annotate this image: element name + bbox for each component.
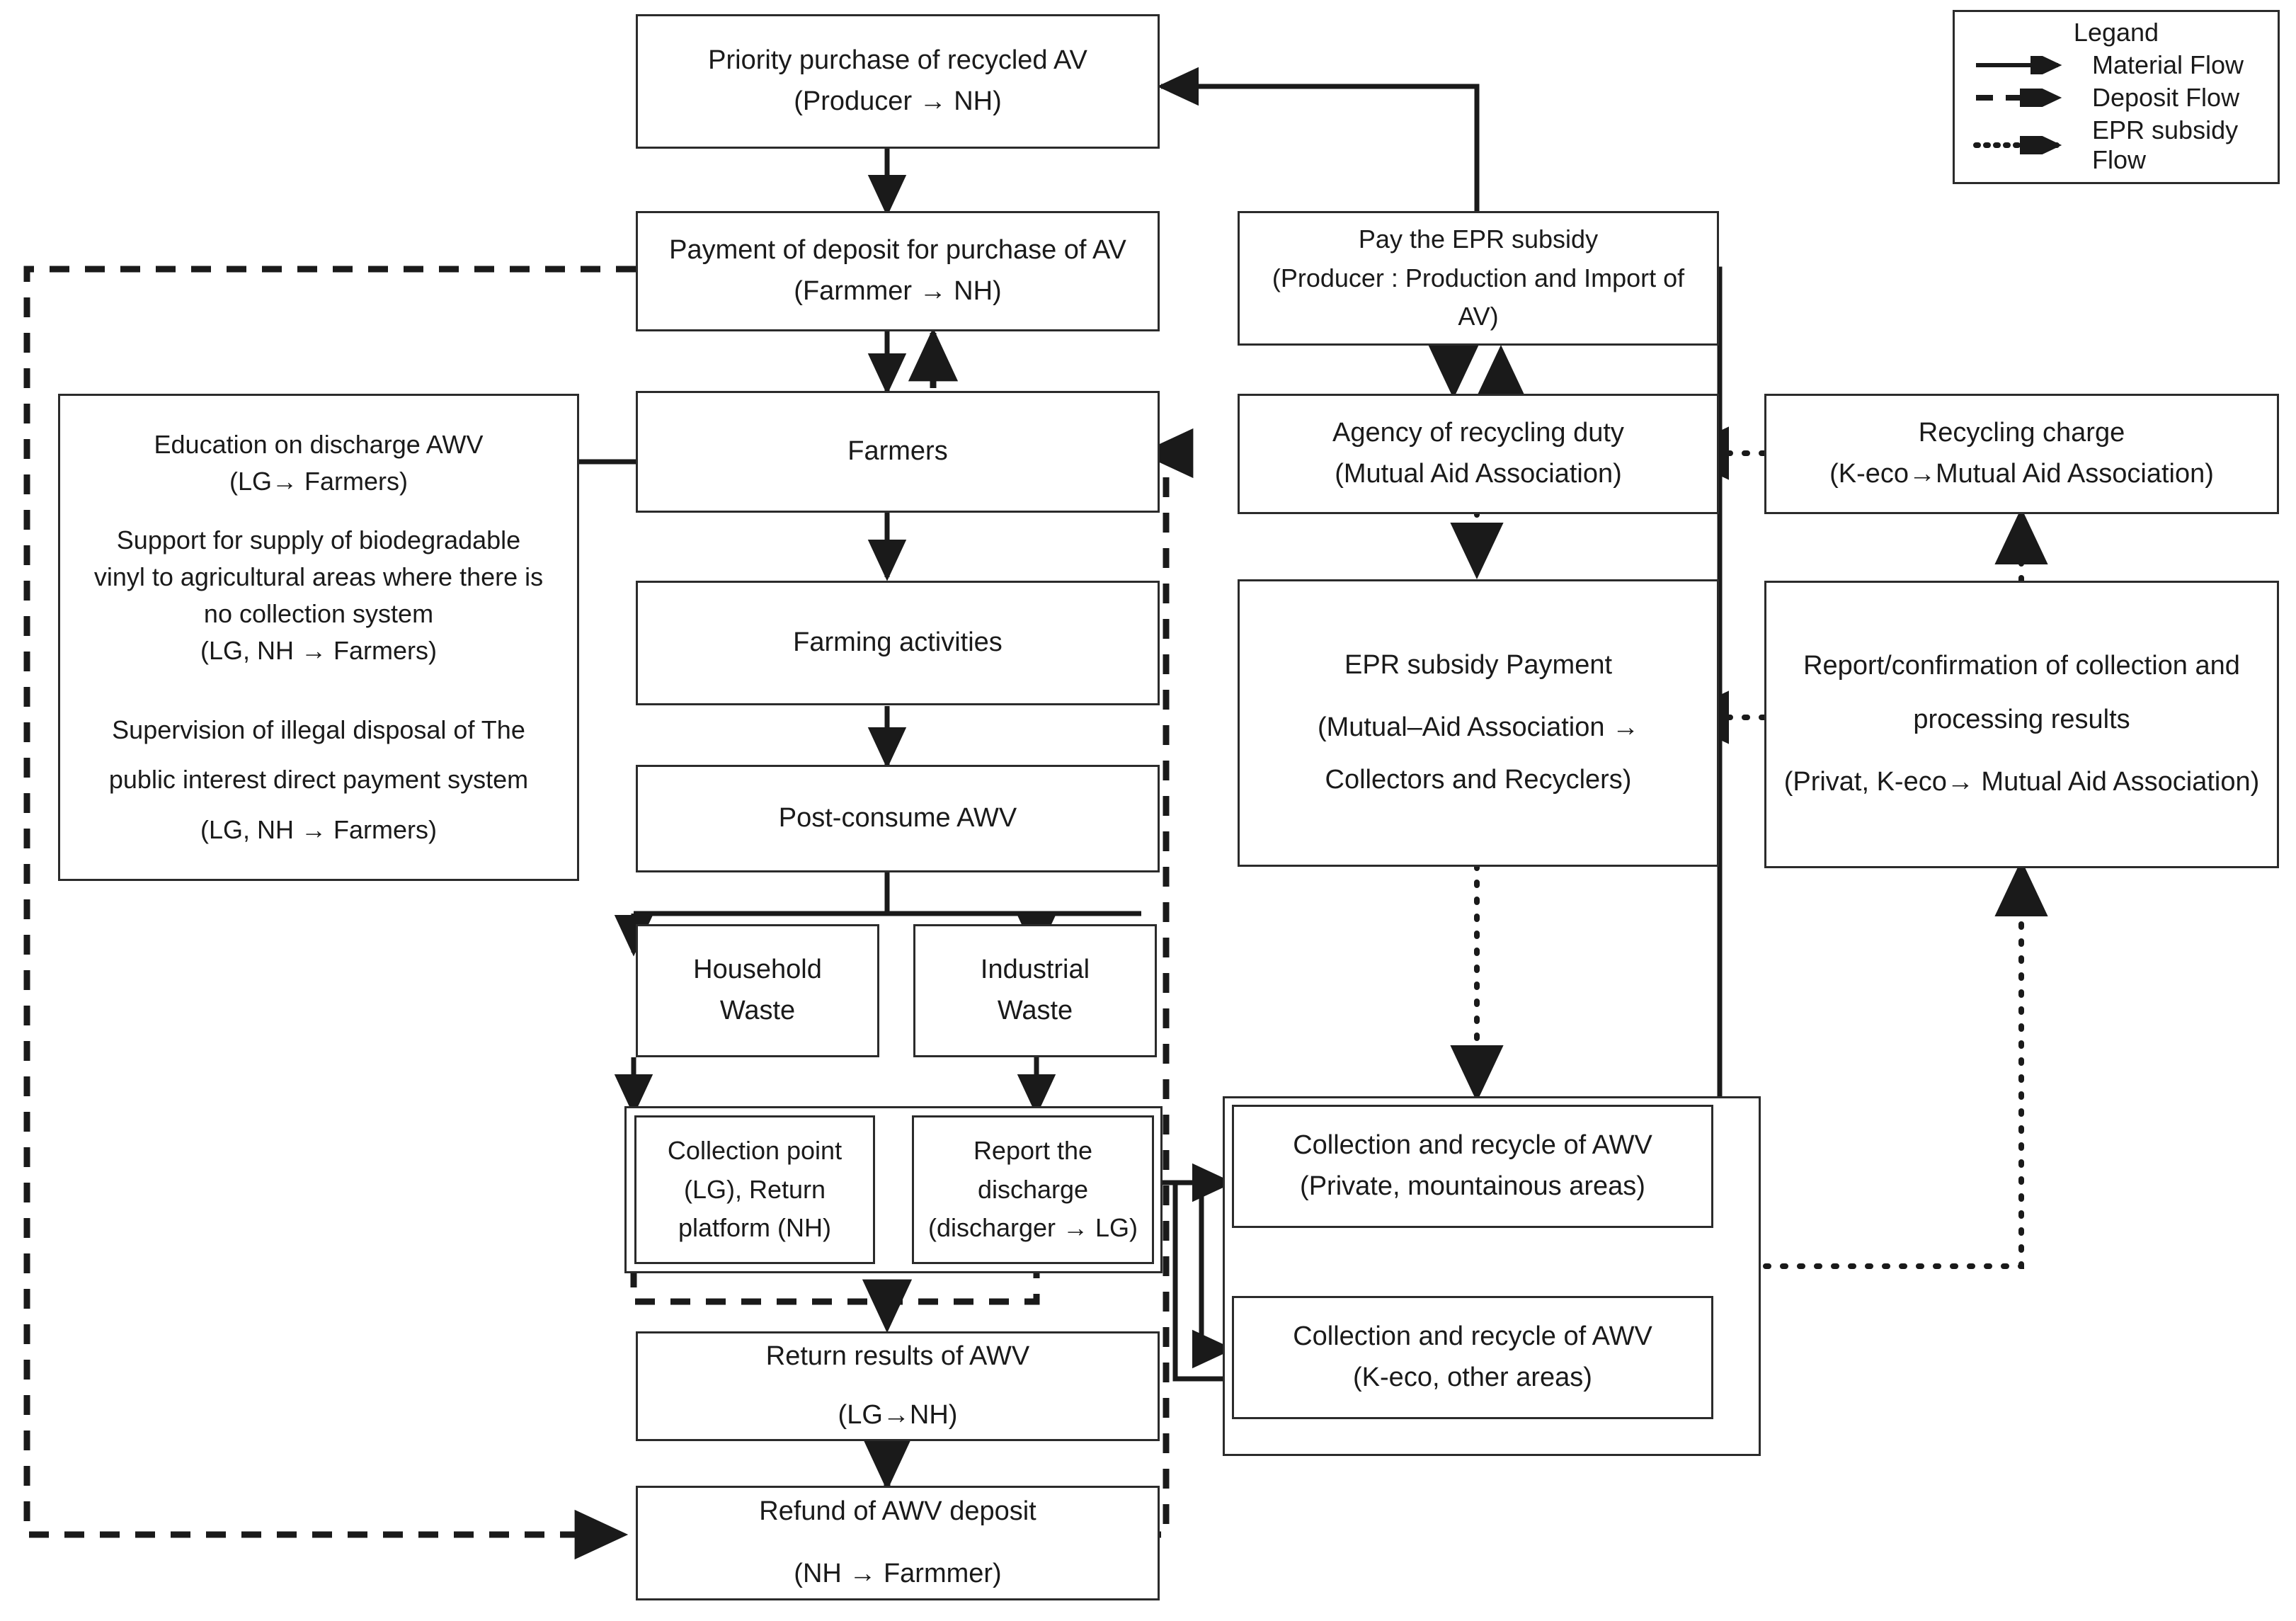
node-line: (K-eco, other areas) [1353, 1363, 1592, 1392]
node-line: Post-consume AWV [778, 803, 1017, 834]
node-line: (LG→NH) [838, 1400, 958, 1431]
node-line: Report/confirmation of collection and [1803, 651, 2240, 681]
node-report-confirmation[interactable]: Report/confirmation of collection and pr… [1764, 581, 2279, 868]
node-left-policies[interactable]: Education on discharge AWV (LG→ Farmers)… [58, 394, 579, 881]
node-line: processing results [1913, 705, 2130, 735]
legend-item-material-flow: Material Flow [1955, 49, 2278, 81]
node-line: Pay the EPR subsidy [1358, 224, 1599, 254]
node-line: Agency of recycling duty [1332, 418, 1624, 448]
node-line: Collection point [667, 1135, 843, 1165]
legend-item-label: Deposit Flow [2092, 83, 2240, 112]
node-line: Farming activities [793, 627, 1003, 658]
node-household-waste[interactable]: Household Waste [636, 924, 879, 1057]
legend-title: Legand [2073, 18, 2159, 47]
node-line: no collection system [203, 598, 434, 628]
node-line: (LG, NH → Farmers) [200, 636, 437, 666]
node-line: discharge [977, 1174, 1089, 1204]
legend-item-label: EPR subsidy Flow [2092, 115, 2239, 174]
node-line: (K-eco→Mutual Aid Association) [1829, 459, 2214, 489]
node-line: EPR subsidy Payment [1344, 650, 1613, 681]
node-line: (LG), Return [683, 1174, 826, 1204]
node-payment-of-deposit[interactable]: Payment of deposit for purchase of AV (F… [636, 211, 1160, 331]
node-line: Recycling charge [1918, 418, 2125, 448]
dashed-arrow-icon [1976, 89, 2062, 107]
node-line: Report the [973, 1135, 1093, 1165]
node-line: (Mutual–Aid Association → [1317, 712, 1640, 743]
dotted-arrow-icon [1973, 136, 2062, 154]
legend-item-label: Material Flow [2092, 50, 2244, 79]
node-line: (discharger → LG) [927, 1213, 1138, 1243]
node-line: (Producer → NH) [794, 86, 1002, 116]
node-line: vinyl to agricultural areas where there … [93, 562, 544, 591]
node-line: (LG, NH → Farmers) [200, 814, 437, 844]
node-farming-activities[interactable]: Farming activities [636, 581, 1160, 705]
node-line: Industrial [980, 955, 1090, 985]
node-line: Supervision of illegal disposal of The [112, 715, 525, 745]
node-line: (NH → Farmmer) [794, 1559, 1002, 1588]
node-line: Payment of deposit for purchase of AV [669, 235, 1126, 266]
node-line: public interest direct payment system [108, 765, 529, 795]
node-industrial-waste[interactable]: Industrial Waste [913, 924, 1157, 1057]
node-line: Collectors and Recyclers) [1325, 764, 1632, 795]
node-line: Education on discharge AWV [154, 430, 484, 460]
node-line: Household [693, 955, 822, 985]
node-collection-recycle-keco[interactable]: Collection and recycle of AWV (K-eco, ot… [1232, 1296, 1713, 1419]
node-agency-of-recycling-duty[interactable]: Agency of recycling duty (Mutual Aid Ass… [1238, 394, 1719, 514]
node-line: Priority purchase of recycled AV [708, 45, 1087, 76]
solid-arrow-icon [1976, 56, 2062, 74]
node-collection-point[interactable]: Collection point (LG), Return platform (… [634, 1115, 875, 1264]
node-post-consume-awv[interactable]: Post-consume AWV [636, 765, 1160, 872]
node-line: Collection and recycle of AWV [1293, 1130, 1652, 1161]
legend-item-deposit-flow: Deposit Flow [1955, 81, 2278, 114]
node-line: (Producer : Production and Import of [1272, 263, 1685, 292]
legend-item-epr-subsidy-flow: EPR subsidy Flow [1955, 114, 2278, 176]
node-pay-epr-subsidy[interactable]: Pay the EPR subsidy (Producer : Producti… [1238, 211, 1719, 346]
node-line: AV) [1458, 302, 1499, 331]
node-epr-subsidy-payment[interactable]: EPR subsidy Payment (Mutual–Aid Associat… [1238, 579, 1719, 867]
node-line: (Privat, K-eco→ Mutual Aid Association) [1783, 766, 2260, 797]
node-farmers[interactable]: Farmers [636, 391, 1160, 513]
node-line: (Farmmer → NH) [794, 276, 1002, 306]
node-line: Support for supply of biodegradable [116, 525, 521, 554]
node-line: Waste [997, 996, 1073, 1025]
node-line: Refund of AWV deposit [759, 1496, 1036, 1527]
node-recycling-charge[interactable]: Recycling charge (K-eco→Mutual Aid Assoc… [1764, 394, 2279, 514]
node-report-the-discharge[interactable]: Report the discharge (discharger → LG) [912, 1115, 1154, 1264]
node-line: Farmers [847, 436, 948, 467]
node-line: (LG→ Farmers) [229, 467, 408, 496]
node-line: Collection and recycle of AWV [1293, 1321, 1652, 1352]
node-refund-of-awv-deposit[interactable]: Refund of AWV deposit (NH → Farmmer) [636, 1486, 1160, 1600]
node-line: Return results of AWV [765, 1341, 1030, 1371]
node-line: (Private, mountainous areas) [1300, 1171, 1645, 1201]
node-collection-recycle-private[interactable]: Collection and recycle of AWV (Private, … [1232, 1105, 1713, 1228]
node-line: (Mutual Aid Association) [1335, 459, 1622, 489]
node-line: platform (NH) [678, 1213, 832, 1243]
node-priority-purchase[interactable]: Priority purchase of recycled AV (Produc… [636, 14, 1160, 149]
legend-box: Legand Material Flow Deposit Flow [1953, 10, 2280, 184]
node-line: Waste [719, 996, 796, 1025]
node-return-results[interactable]: Return results of AWV (LG→NH) [636, 1331, 1160, 1441]
